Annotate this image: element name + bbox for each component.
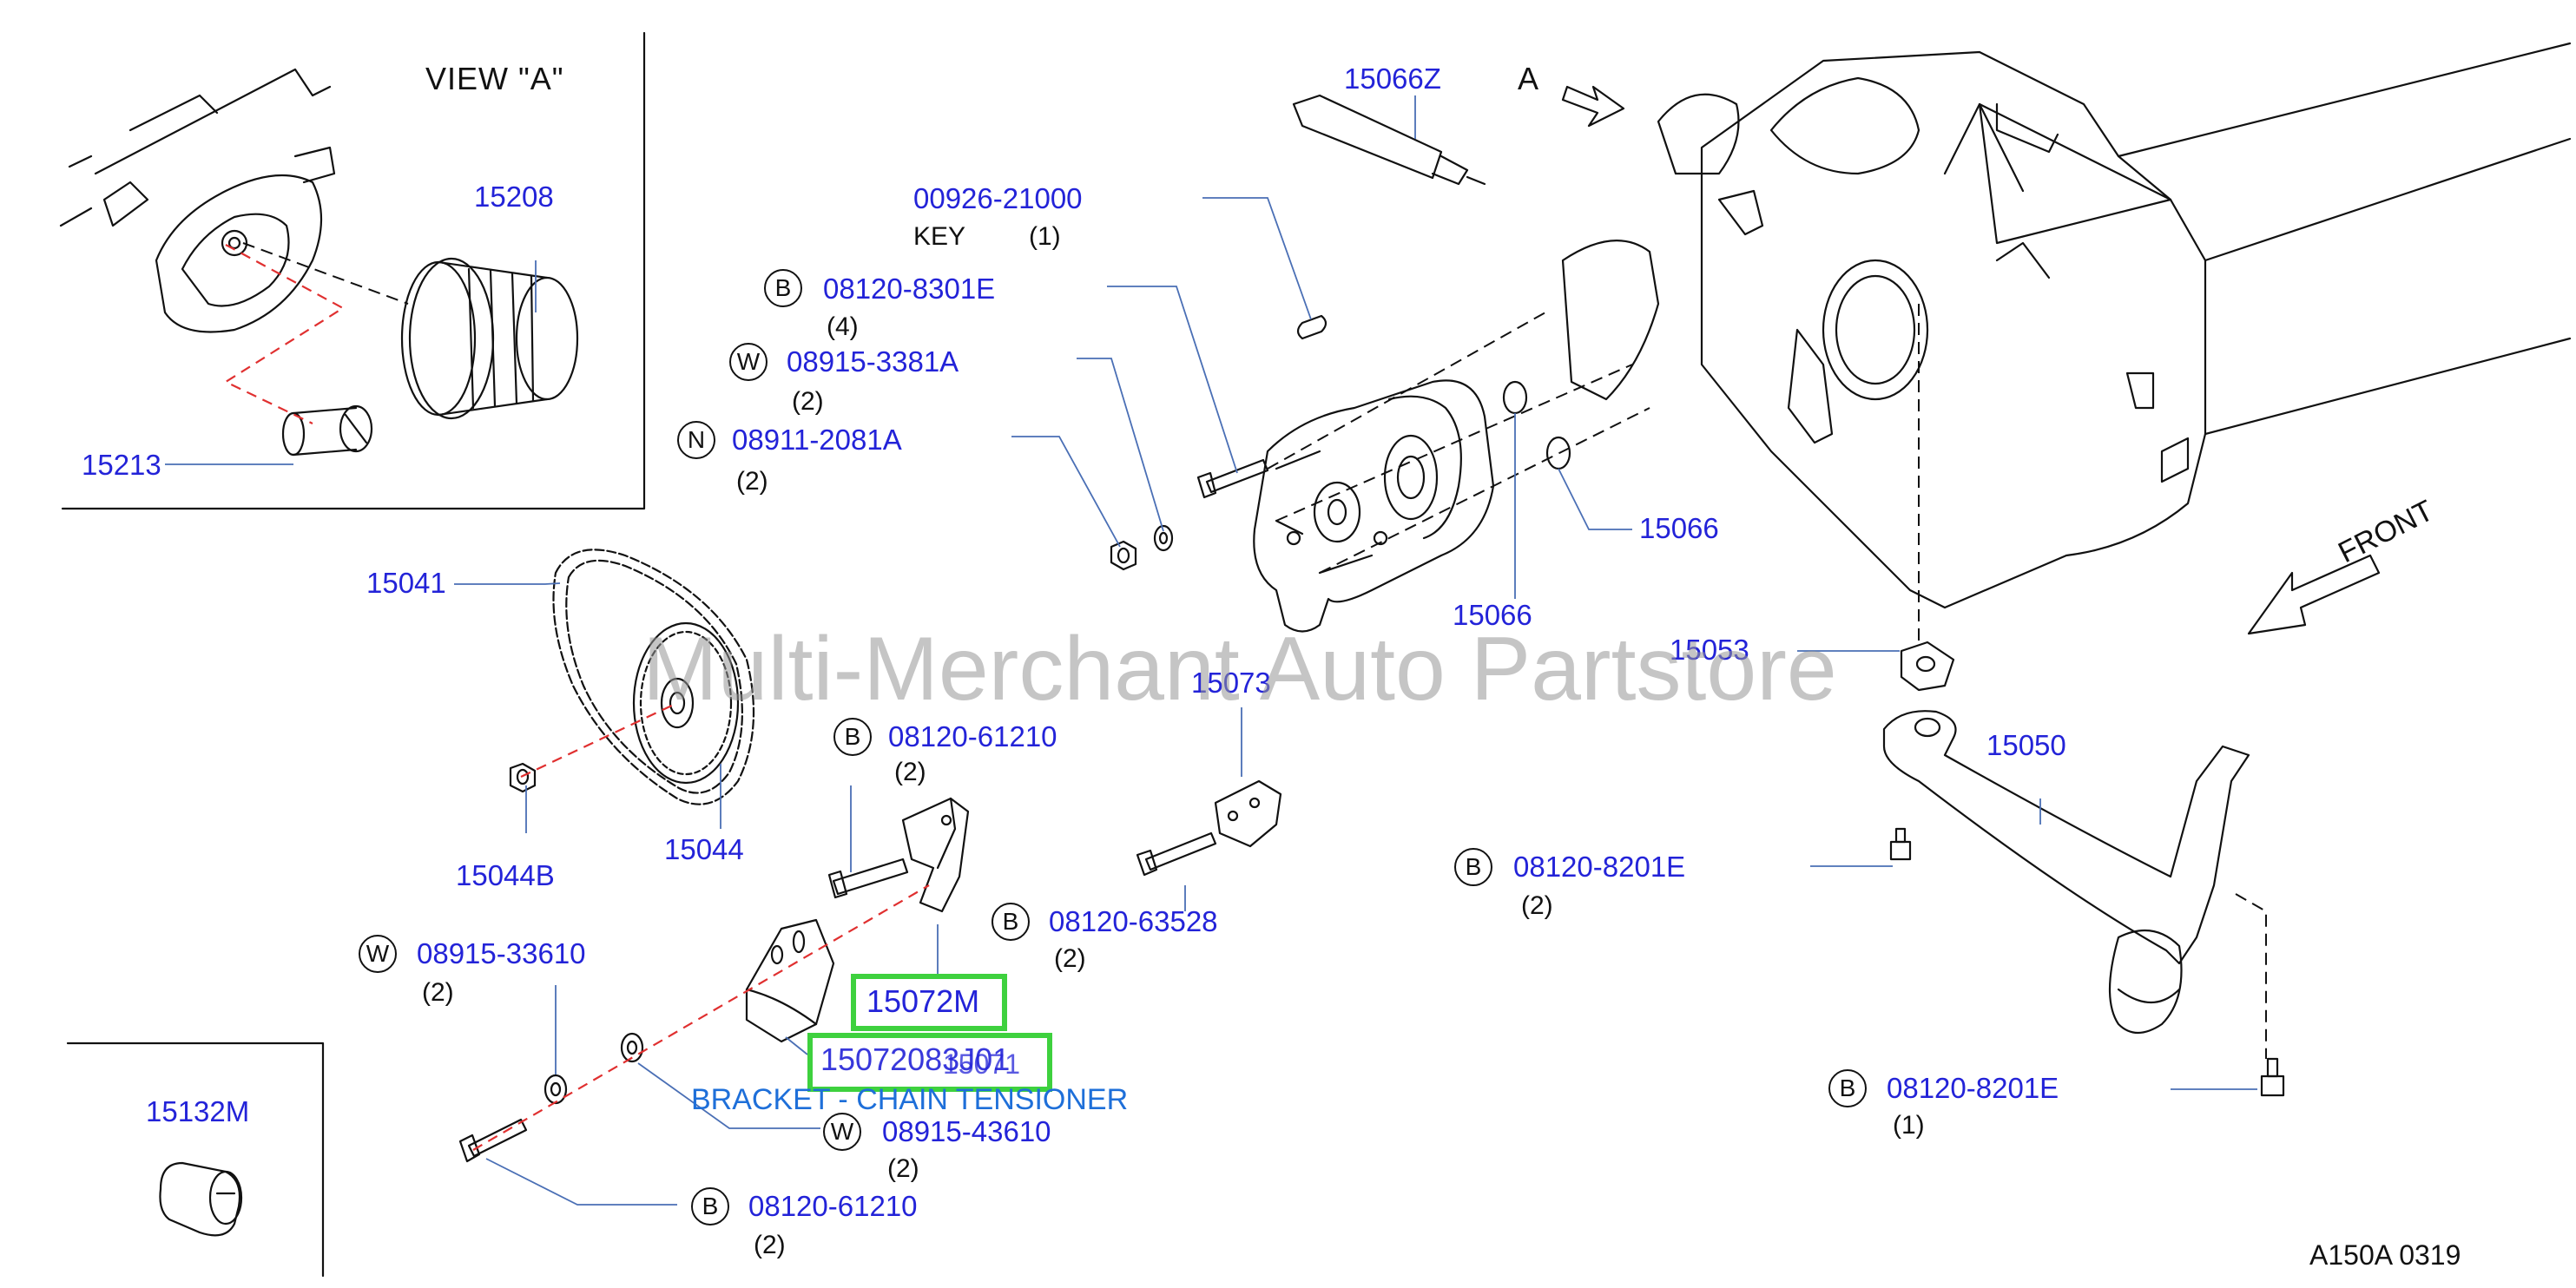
washers-lower [544,1032,644,1105]
part-number-15066-b[interactable]: 15066 [1639,512,1719,544]
part-number-08120-8201e-b[interactable]: 08120-8201E [1887,1072,2059,1104]
part-number-08120-8201e-a[interactable]: 08120-8201E [1513,851,1686,883]
watermark: Multi-Merchant Auto Partstore [642,619,1837,720]
bolt-08120-63528 [1136,831,1217,877]
part-number-08120-61210-bottom[interactable]: 08120-61210 [748,1190,918,1222]
bolt-08120-8301e [1196,458,1269,499]
part-number-15132m[interactable]: 15132M [146,1095,250,1127]
bolt-15213 [281,404,373,457]
sealant-tube-15066z [1292,94,1486,186]
part-number-15066z[interactable]: 15066Z [1344,62,1441,95]
bolt-08120-8201e-a [1889,827,1912,861]
tag-w-08915-33610: W [359,935,397,973]
part-number-00926-21000[interactable]: 00926-21000 [913,182,1083,214]
part-number-15073[interactable]: 15073 [1191,667,1271,699]
sprocket-15044 [632,621,740,785]
part-number-15071-overlap: 15071 [943,1048,1020,1080]
qty-08911-2081a: (2) [736,467,768,496]
view-a-arrow [1561,85,1625,128]
highlight-15072083j01[interactable] [807,1033,1052,1092]
part-number-08915-33610[interactable]: 08915-33610 [417,937,586,969]
tensioner-15072m [901,797,970,913]
timing-chain-15041 [552,549,755,805]
part-number-15208[interactable]: 15208 [474,181,554,213]
part-number-15044b[interactable]: 15044B [456,859,555,891]
part-number-08120-8301e[interactable]: 08120-8301E [823,273,996,305]
part-number-15213[interactable]: 15213 [82,449,161,481]
nut-15044b [509,762,537,793]
highlight-15072m[interactable] [851,974,1007,1031]
part-number-15066-a[interactable]: 15066 [1453,599,1532,631]
key-00926-21000 [1296,314,1328,340]
qty-08120-61210-bottom: (2) [754,1231,786,1259]
qty-08915-33610: (2) [422,978,454,1007]
washer-08915-3381a [1153,524,1174,552]
key-label: KEY [913,222,966,251]
view-a-marker: A [1518,61,1540,96]
part-number-08120-63528[interactable]: 08120-63528 [1049,905,1218,937]
qty-08915-3381a: (2) [792,387,824,416]
tag-b-08120-8201e-b: B [1828,1069,1867,1107]
part-number-08911-2081a[interactable]: 08911-2081A [732,424,902,456]
front-arrow [2247,554,2381,635]
bolt-08120-61210-bottom [458,1118,528,1163]
part-number-15041[interactable]: 15041 [366,567,446,599]
tag-b-08120-8201e-a: B [1454,848,1492,886]
part-number-15053[interactable]: 15053 [1670,634,1749,666]
qty-08120-63528: (2) [1054,944,1086,973]
part-number-08915-3381a[interactable]: 08915-3381A [787,345,959,378]
description-bracket-chain-tensioner: BRACKET - CHAIN TENSIONER [691,1083,1129,1116]
tag-b-08120-61210-top: B [833,718,872,756]
view-a-title: VIEW "A" [425,61,564,96]
tag-b-08120-61210-bottom: B [691,1187,729,1226]
qty-08120-8201e-a: (2) [1521,891,1553,920]
sensor-15132m [159,1161,243,1237]
tag-w-08915-3381a: W [729,343,768,381]
bracket-15071 [745,918,835,1043]
engine-block [1561,42,2572,609]
qty-08120-61210-top: (2) [894,758,926,786]
qty-08915-43610: (2) [887,1154,919,1183]
chain-guide-15073 [1214,779,1282,848]
footer-code: A150A 0319 [2309,1239,2461,1271]
qty-08120-8201e-b: (1) [1893,1111,1925,1140]
tag-b-08120-63528: B [992,903,1030,941]
qty-08120-8301e: (4) [827,312,859,341]
nut-08911-2081a [1110,540,1137,571]
oil-pump-assembly [1253,379,1495,633]
part-number-15072083j01[interactable]: 15072083J01 [820,1042,1011,1077]
part-number-08915-43610[interactable]: 08915-43610 [882,1115,1051,1147]
bolt-08120-61210-top [827,858,909,899]
oil-strainer-15050 [1882,710,2250,1035]
part-number-15072m[interactable]: 15072M [866,983,980,1019]
part-number-08120-61210-top[interactable]: 08120-61210 [888,720,1057,752]
view-a-frame [61,31,646,510]
tag-n-08911-2081a: N [677,421,715,459]
tag-w-08915-43610: W [823,1113,861,1151]
part-number-15050[interactable]: 15050 [1986,729,2066,761]
view-a-housing [94,68,336,333]
inset-15132m-frame [66,1042,325,1278]
part-number-15044[interactable]: 15044 [664,833,744,865]
oil-filter-15208 [400,257,579,420]
tag-b-08120-8301e: B [764,269,802,307]
bolt-08120-8201e-b [2260,1057,2285,1097]
qty-00926-21000: (1) [1029,222,1061,251]
gasket-15053 [1900,641,1955,692]
o-rings-15066 [1502,380,1571,470]
